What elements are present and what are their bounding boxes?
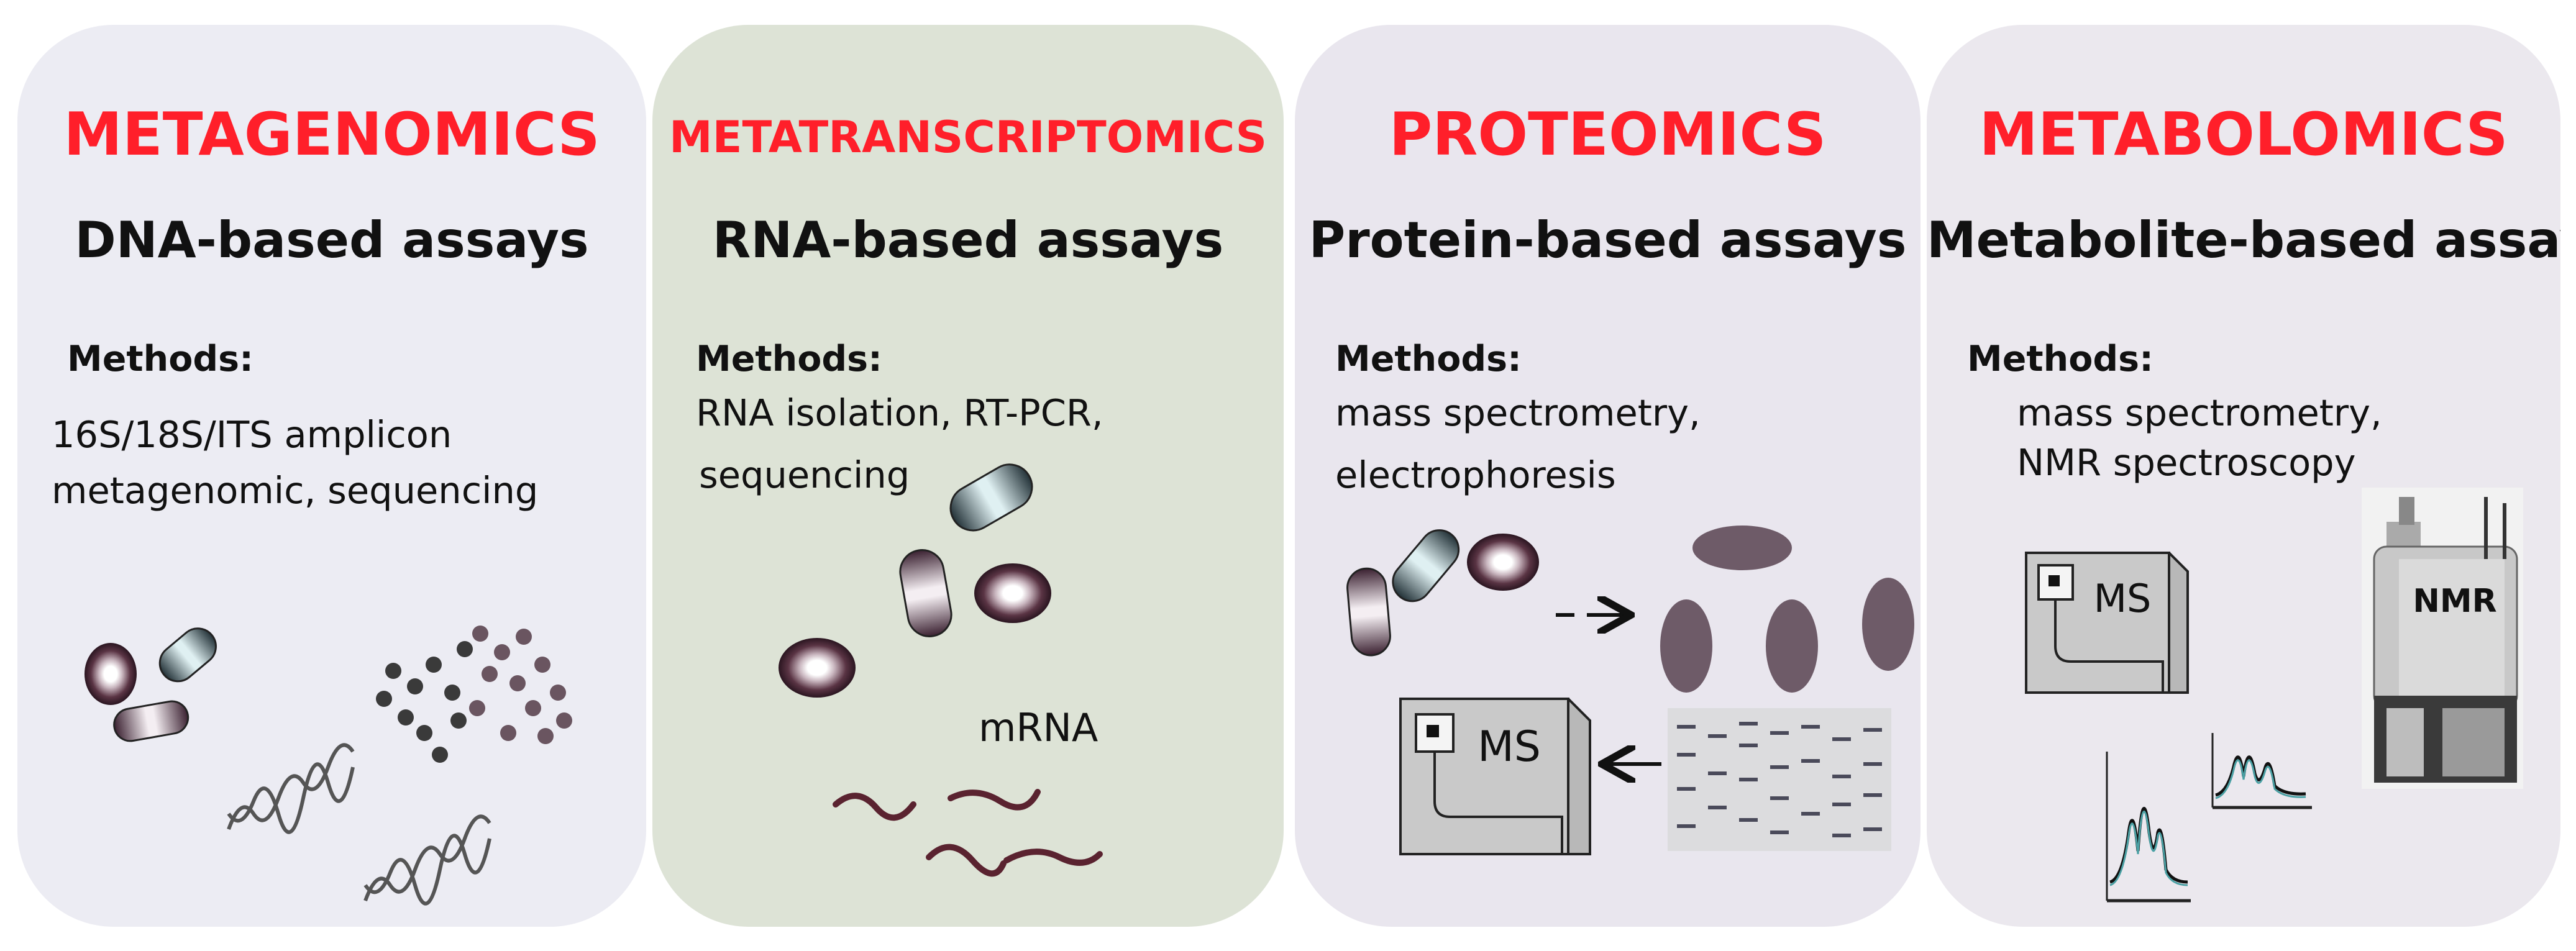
method-line: electrophoresis <box>1335 453 1616 496</box>
metagenomics-panel: METAGENOMICS DNA-based assays Methods: 1… <box>17 25 646 927</box>
bacteria-cell-icon <box>1467 534 1539 591</box>
nmr-label: NMR <box>2413 583 2496 620</box>
assay-title: Protein-based assays <box>1309 211 1907 269</box>
bacteria-cell-icon <box>779 638 856 698</box>
assay-title: DNA-based assays <box>75 211 589 269</box>
dna-fragments-icon <box>469 626 572 744</box>
panel-heading: METABOLOMICS <box>1979 101 2508 169</box>
bacteria-rod-icon <box>158 627 217 683</box>
panel-heading: PROTEOMICS <box>1389 101 1827 169</box>
panel-heading: METAGENOMICS <box>63 101 600 169</box>
bacteria-rod-icon <box>949 463 1033 532</box>
bacteria-rod-icon <box>899 549 952 637</box>
dna-fragments-icon <box>376 641 473 763</box>
proteomics-panel: PROTEOMICS Protein-based assays Methods:… <box>1295 25 1921 927</box>
methods-label: Methods: <box>696 339 882 380</box>
bacteria-cell-icon <box>974 563 1051 623</box>
panel-heading: METATRANSCRIPTOMICS <box>669 112 1267 163</box>
metabolite-illustration: MS NMR <box>2025 488 2523 903</box>
methods-label: Methods: <box>67 339 253 380</box>
method-line: mass spectrometry, <box>2017 391 2382 434</box>
spectrum-peaks-icon <box>2211 733 2312 809</box>
rna-illustration <box>779 463 1103 877</box>
bacteria-cell-icon <box>84 643 137 705</box>
mrna-strand-icon <box>833 789 1103 877</box>
mrna-label: mRNA <box>979 705 1098 750</box>
assay-title: Metabolite-based assays <box>1927 211 2560 269</box>
method-line: NMR spectroscopy <box>2017 441 2356 484</box>
method-line: sequencing <box>699 453 910 496</box>
nmr-spectrometer-icon: NMR <box>2362 488 2523 789</box>
mass-spectrometer-icon: MS <box>2025 552 2189 694</box>
method-line: 16S/18S/ITS amplicon <box>52 413 452 456</box>
assay-title: RNA-based assays <box>712 211 1224 269</box>
bacteria-rod-icon <box>113 700 190 742</box>
spectrum-peaks-icon <box>2106 752 2191 903</box>
dna-helix-icon <box>227 743 355 834</box>
method-line: metagenomic, sequencing <box>52 469 539 512</box>
method-line: mass spectrometry, <box>1335 391 1701 434</box>
bacteria-rod-icon <box>1392 529 1460 603</box>
bacteria-rod-icon <box>1346 567 1391 657</box>
metatranscriptomics-panel: METATRANSCRIPTOMICS RNA-based assays Met… <box>652 25 1284 927</box>
dna-helix-icon <box>363 814 491 906</box>
method-line: RNA isolation, RT-PCR, <box>696 391 1103 434</box>
ms-label: MS <box>2094 576 2152 621</box>
metabolomics-panel: METABOLOMICS Metabolite-based assays Met… <box>1927 25 2560 927</box>
dna-illustration <box>84 626 572 906</box>
ms-label: MS <box>1478 722 1541 771</box>
protein-spot-icon <box>1660 526 1914 693</box>
methods-label: Methods: <box>1967 339 2154 380</box>
protein-illustration: MS <box>1346 526 1914 855</box>
methods-label: Methods: <box>1335 339 1522 380</box>
electrophoresis-gel-icon <box>1668 708 1891 851</box>
mass-spectrometer-icon: MS <box>1399 698 1591 855</box>
